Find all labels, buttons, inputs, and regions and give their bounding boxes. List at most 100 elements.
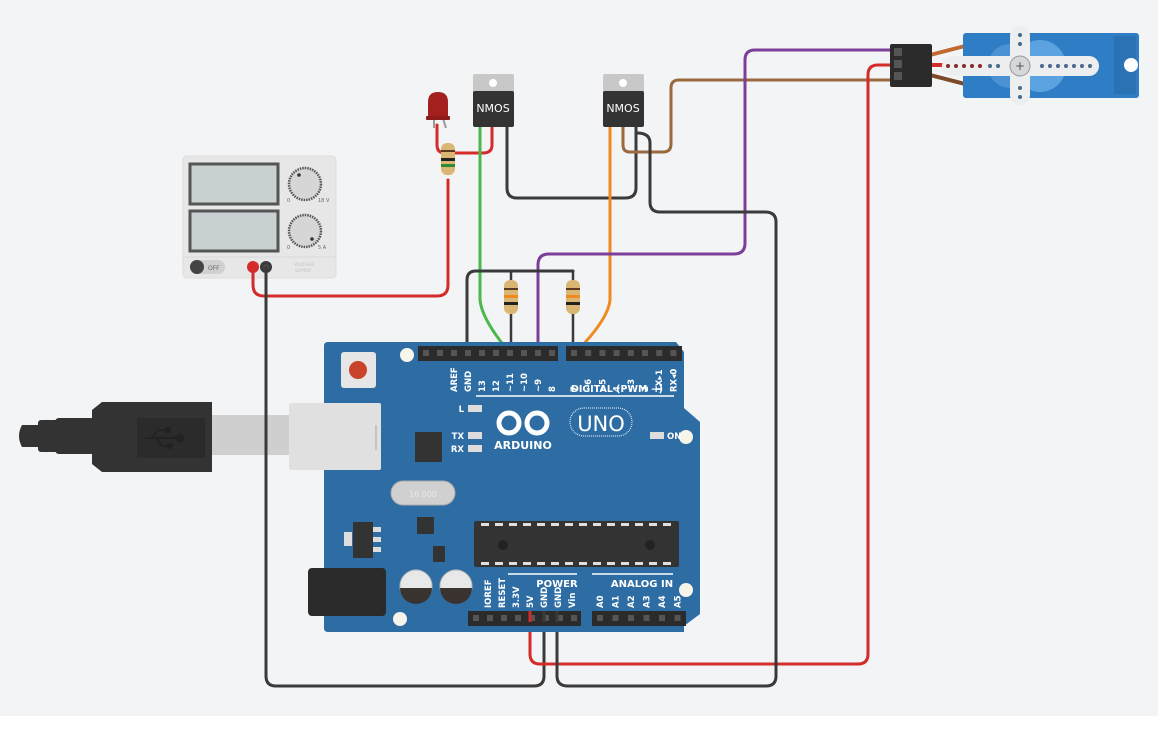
dc-jack: [308, 568, 386, 616]
header-pin[interactable]: [670, 350, 677, 356]
header-pin[interactable]: [627, 350, 634, 356]
chip-pin: [509, 523, 517, 526]
arduino-model: UNO: [577, 412, 625, 436]
svg-text:+: +: [1015, 59, 1025, 73]
header-pin[interactable]: [612, 615, 619, 621]
header-pin[interactable]: [451, 350, 457, 356]
chip-pin: [663, 523, 671, 526]
wire-black-source[interactable]: [505, 124, 638, 200]
power-supply[interactable]: 0 18 V 0 5 A OFF VOLTAGE SUPPLY: [182, 155, 337, 279]
header-pin[interactable]: [465, 350, 471, 356]
header-pin[interactable]: [515, 615, 521, 621]
usb-plug-metal: [210, 415, 290, 455]
resistor-pulldown-1[interactable]: [504, 280, 518, 314]
header-pin[interactable]: [493, 350, 499, 356]
header-pin[interactable]: [437, 350, 443, 356]
header-pin[interactable]: [423, 350, 429, 356]
wire-red-led[interactable]: [435, 123, 494, 155]
wire-purple-signal[interactable]: [536, 48, 897, 355]
wire-orange-gate2[interactable]: [573, 124, 612, 355]
chip-pin: [495, 523, 503, 526]
header-pin[interactable]: [521, 350, 527, 356]
header-pin[interactable]: [597, 615, 603, 621]
rx-led-label: RX: [451, 445, 465, 455]
header-pin[interactable]: [659, 615, 665, 621]
header-pin[interactable]: [543, 615, 549, 621]
chip-pin: [593, 562, 601, 565]
chip-pin: [481, 562, 489, 565]
arduino-logo: [496, 410, 550, 436]
header-pin[interactable]: [656, 350, 663, 356]
wire-black-pulldown[interactable]: [465, 269, 575, 355]
header-pin[interactable]: [642, 350, 648, 356]
arduino-brand: ARDUINO: [494, 439, 552, 452]
mounting-hole: [393, 612, 407, 626]
power-pin-label: IOREF: [484, 579, 494, 608]
mounting-hole: [679, 430, 693, 444]
header-pin[interactable]: [585, 350, 592, 356]
header-pin[interactable]: [628, 615, 634, 621]
chip-pin: [663, 562, 671, 565]
current-min-label: 0: [287, 245, 290, 251]
analog-in-label: ANALOG IN: [611, 579, 673, 590]
resistor-led[interactable]: [441, 143, 455, 175]
chip-pin: [495, 562, 503, 565]
led[interactable]: [426, 92, 450, 129]
digital-pin-label: RX◂0: [669, 369, 679, 392]
wire-red-servo-power[interactable]: [528, 63, 897, 666]
power-pin-label: 5V: [526, 595, 536, 608]
header-pin[interactable]: [613, 350, 620, 356]
wire-black-gnd[interactable]: [555, 131, 778, 688]
header-pin[interactable]: [643, 615, 650, 621]
chip-pin: [593, 523, 601, 526]
chip-pin: [537, 562, 545, 565]
header-pin[interactable]: [599, 350, 606, 356]
mosfet-2[interactable]: NMOS: [603, 74, 644, 127]
header-pin[interactable]: [674, 615, 681, 621]
resistor-pulldown-2[interactable]: [566, 280, 580, 314]
header-pin[interactable]: [549, 350, 555, 356]
brand-text-2: SUPPLY: [295, 268, 311, 274]
digital-pin-label: 8: [548, 386, 558, 392]
chip-pin: [649, 562, 657, 565]
chip-pin: [523, 562, 531, 565]
chip-pin: [551, 523, 559, 526]
current-display: [188, 209, 280, 253]
header-pin[interactable]: [479, 350, 485, 356]
mosfet-1[interactable]: NMOS: [473, 74, 514, 127]
current-knob[interactable]: [287, 213, 323, 249]
header-pin[interactable]: [571, 350, 577, 356]
chip-pin: [607, 562, 615, 565]
header-pin[interactable]: [473, 615, 479, 621]
uno-badge: [569, 407, 633, 437]
voltage-knob[interactable]: [287, 166, 323, 202]
current-max-label: 5 A: [318, 245, 327, 251]
power-pin-label: GND: [540, 587, 550, 608]
header-pin[interactable]: [487, 615, 493, 621]
header-pin[interactable]: [507, 350, 513, 356]
header-pin[interactable]: [501, 615, 507, 621]
header-pin[interactable]: [571, 615, 577, 621]
chip-pin: [649, 523, 657, 526]
header-pin[interactable]: [535, 350, 541, 356]
usb-cable-end: [19, 425, 42, 447]
analog-header: [592, 611, 686, 626]
chip-pin: [481, 523, 489, 526]
voltage-display: [188, 162, 280, 206]
rx-led: [468, 445, 482, 452]
power-pin-label: RESET: [498, 578, 508, 608]
wire-black-supply-gnd[interactable]: [264, 265, 546, 688]
header-pin[interactable]: [529, 615, 535, 621]
digital-pin-label: 7: [570, 386, 580, 392]
digital-pin-label: ~6: [584, 379, 594, 392]
digital-pin-label: AREF: [450, 367, 460, 392]
wire-brown-servo[interactable]: [621, 78, 897, 154]
header-pin[interactable]: [557, 615, 563, 621]
servo-motor[interactable]: +: [890, 26, 1139, 105]
atmega-chip: [474, 521, 679, 567]
wire-red-supply[interactable]: [251, 178, 450, 298]
usb-cable[interactable]: [19, 402, 290, 472]
reset-button[interactable]: [349, 361, 367, 379]
